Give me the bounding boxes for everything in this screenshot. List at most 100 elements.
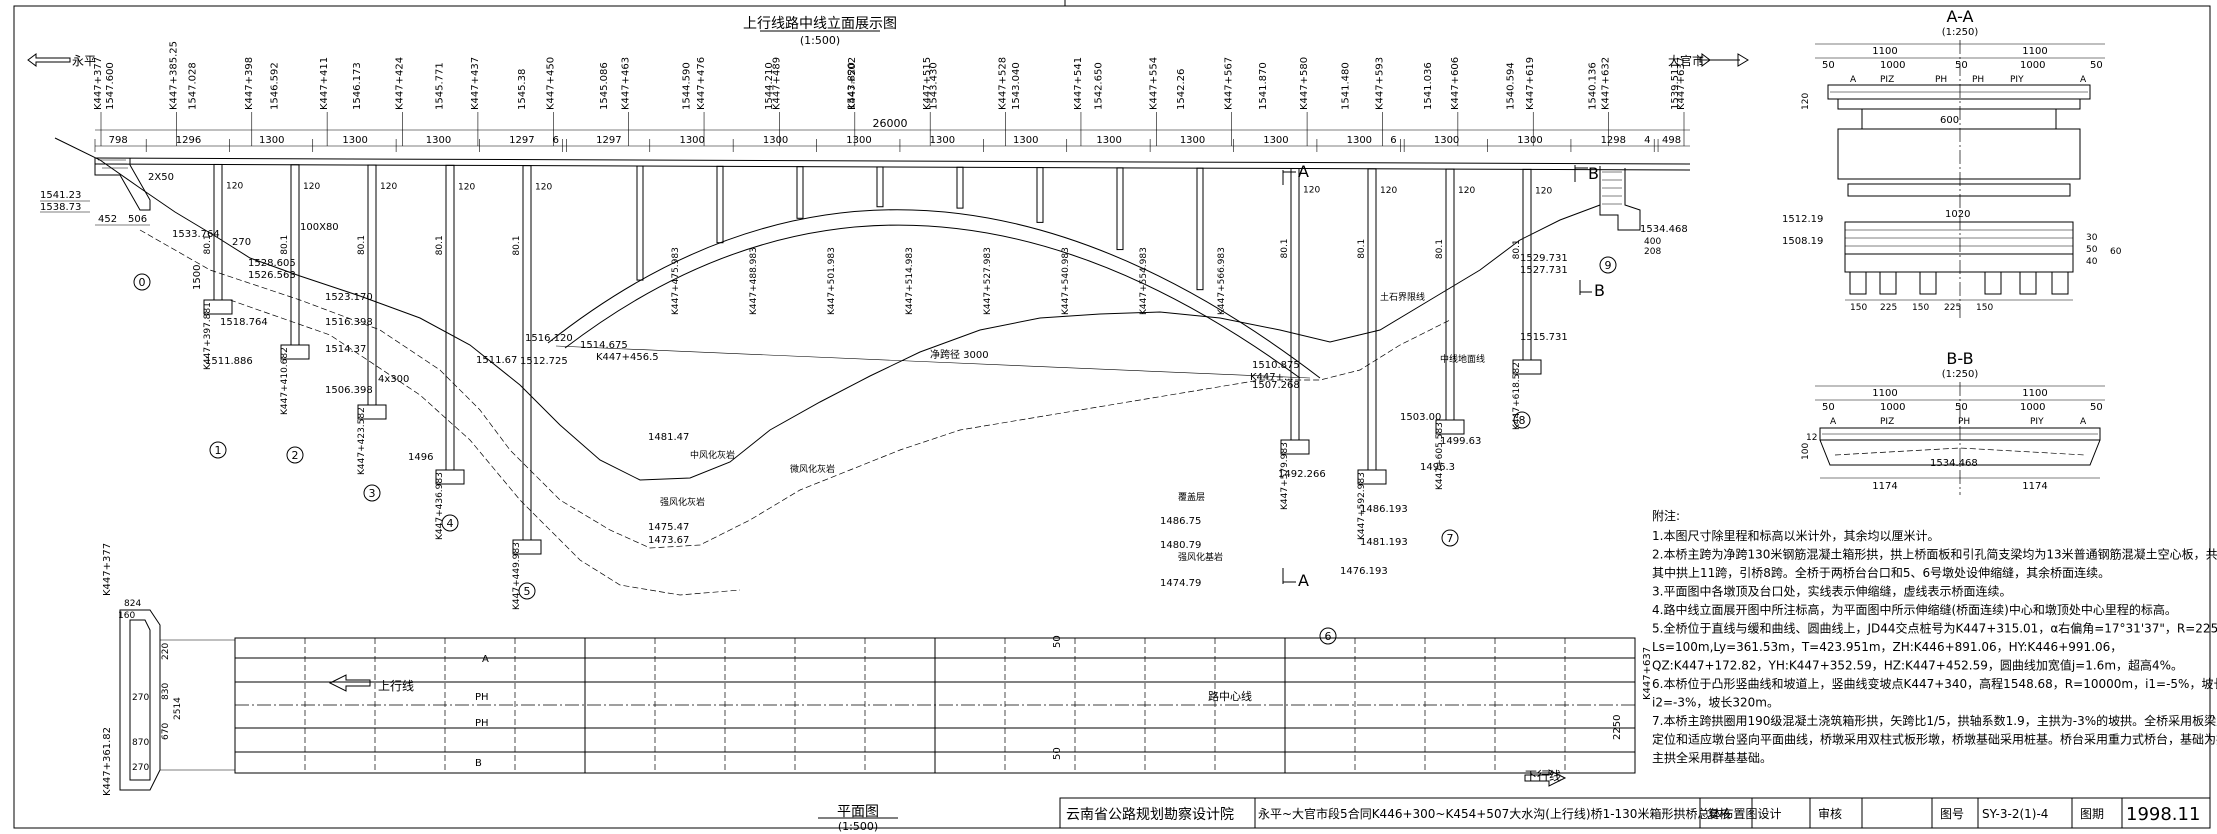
arch-station-label: K447+488.983 — [749, 247, 759, 315]
svg-text:1527.731: 1527.731 — [1520, 265, 1568, 276]
span-dimension: 1300 — [1180, 135, 1205, 146]
plan-scale: (1:500) — [838, 820, 878, 833]
note-line: 其中拱上11跨，引桥8跨。全桥于两桥台台口和5、6号墩处设伸缩缝，其余桥面连续。 — [1652, 565, 2110, 580]
station-label: K447+476 — [696, 57, 707, 110]
svg-text:1475.47: 1475.47 — [648, 522, 689, 533]
station-label: K447+398 — [244, 57, 255, 110]
note-line: 6.本桥位于凸形竖曲线和坡道上，竖曲线变坡点K447+340，高程1548.68… — [1652, 676, 2217, 691]
section-bb: B-B (1:250) 1100 1100 50 1000 50 1000 50… — [1801, 349, 2105, 495]
note-line: i2=-3%，坡长320m。 — [1652, 696, 1779, 710]
svg-text:K447+361.82: K447+361.82 — [102, 727, 113, 796]
dim-400: 400 — [1644, 237, 1661, 247]
station-label: K447+437 — [470, 57, 481, 110]
plan-downline-arrow: 下行线 — [1524, 769, 1567, 787]
span-dimension: 498 — [1662, 135, 1681, 146]
deck-elevation-label: 1547.600 — [105, 62, 116, 110]
station-label: K447+554 — [1148, 57, 1159, 110]
section-mark-b-top: B — [1574, 164, 1599, 183]
svg-text:1100: 1100 — [1872, 46, 1897, 57]
svg-text:1515.731: 1515.731 — [1520, 332, 1568, 343]
svg-text:1000: 1000 — [1880, 402, 1905, 413]
svg-text:6: 6 — [1325, 630, 1332, 643]
note-line: 2.本桥主跨为净跨130米钢筋混凝土箱形拱，拱上桥面板和引孔简支梁均为13米普通… — [1652, 547, 2217, 562]
pier-dim-label: 80.1 — [357, 235, 367, 255]
bridge-deck — [94, 157, 1691, 165]
svg-text:4x300: 4x300 — [378, 374, 409, 385]
svg-text:1511.67: 1511.67 — [476, 355, 517, 366]
pier-dim-label: 120 — [226, 181, 243, 191]
station-label: K447+606 — [1450, 57, 1461, 110]
station-label: K447+377 — [93, 57, 104, 110]
arch-column — [1196, 167, 1204, 291]
pier-number: 7 — [1441, 529, 1459, 547]
elev-1534-right: 1534.468 — [1640, 224, 1688, 235]
left-abut-elev2: 1538.73 — [40, 202, 81, 213]
svg-text:1499.63: 1499.63 — [1440, 436, 1481, 447]
plan-view: 上行线 下行线 路中心线 A PH PH B 50 2250 50 K447+6… — [102, 543, 1653, 833]
svg-text:A: A — [2080, 417, 2087, 427]
svg-text:160: 160 — [118, 611, 135, 621]
svg-text:270: 270 — [132, 693, 149, 703]
svg-text:2250: 2250 — [1612, 715, 1623, 740]
span-dimension: 6 — [553, 135, 559, 146]
svg-text:K447+637: K447+637 — [1642, 647, 1653, 700]
svg-text:1000: 1000 — [2020, 60, 2045, 71]
section-aa-title: A-A — [1947, 7, 1974, 26]
svg-text:7: 7 — [1447, 532, 1454, 545]
station-label: K447+385.25 — [168, 41, 179, 110]
svg-text:60: 60 — [2110, 247, 2122, 257]
pier-footing — [357, 404, 387, 420]
pier-footing — [280, 344, 310, 360]
arch-column — [1036, 167, 1044, 223]
pier-station-label: K447+618.582 — [1512, 362, 1522, 430]
pier-dim-label: 120 — [380, 182, 397, 192]
pier-number: 4 — [441, 514, 459, 532]
arch-column — [636, 165, 644, 281]
svg-text:1514.37: 1514.37 — [325, 344, 366, 355]
section-mark-b-bottom: B — [1579, 280, 1605, 300]
svg-text:1100: 1100 — [2022, 388, 2047, 399]
left-direction-arrow: 永平 — [27, 53, 96, 68]
svg-text:50: 50 — [1052, 635, 1063, 648]
svg-text:50: 50 — [1822, 60, 1835, 71]
svg-text:1020: 1020 — [1945, 209, 1970, 220]
svg-text:1508.19: 1508.19 — [1782, 236, 1823, 247]
span-dimension: 1297 — [509, 135, 534, 146]
deck-elevation-label: 1546.592 — [270, 62, 281, 110]
pier-dim-label: 120 — [1458, 186, 1475, 196]
svg-text:1473.67: 1473.67 — [648, 535, 689, 546]
dim-208: 208 — [1644, 247, 1661, 257]
svg-text:1514.675: 1514.675 — [580, 340, 628, 351]
svg-text:PIY: PIY — [2030, 417, 2044, 427]
span-dimension: 1296 — [176, 135, 201, 146]
pier-station-label: K447+397.881 — [203, 302, 213, 370]
deck-elevation-label: 1542.26 — [1176, 69, 1187, 110]
span-dimension: 6 — [1390, 135, 1396, 146]
pier-column — [367, 164, 377, 406]
arch-chord-label: 净跨径 3000 — [930, 348, 989, 361]
pier-number: 0 — [133, 273, 151, 291]
plan-abutment-detail: K447+377 K447+361.82 824 160 220 830 251… — [102, 543, 235, 796]
svg-text:复核: 复核 — [1707, 807, 1731, 821]
pier-dim-label: 80.1 — [512, 236, 522, 256]
svg-text:1100: 1100 — [1872, 388, 1897, 399]
pier-column — [290, 164, 300, 346]
svg-text:670: 670 — [161, 723, 171, 740]
section-mark-a-bottom: A — [1282, 568, 1309, 590]
svg-text:1492.266: 1492.266 — [1278, 469, 1326, 480]
deck-elevation-label: 1546.173 — [352, 62, 363, 110]
svg-text:1510.875: 1510.875 — [1252, 360, 1300, 371]
deck-elevation-label: 1545.086 — [599, 62, 610, 110]
svg-text:150: 150 — [1976, 303, 1993, 313]
pier-number: 6 — [1319, 627, 1337, 645]
notes-block: 附注: 1.本图尺寸除里程和标高以米计外，其余均以厘米计。2.本桥主跨为净跨13… — [1652, 508, 2217, 765]
pier-footing — [1280, 439, 1310, 455]
note-line: QZ:K447+172.82，YH:K447+352.59，HZ:K447+45… — [1652, 658, 2183, 673]
svg-text:上行线: 上行线 — [378, 679, 414, 693]
station-label: K447+515 — [922, 57, 933, 110]
svg-text:覆盖层: 覆盖层 — [1178, 491, 1205, 503]
svg-text:A: A — [2080, 75, 2087, 85]
overall-length: 26000 — [873, 117, 908, 130]
